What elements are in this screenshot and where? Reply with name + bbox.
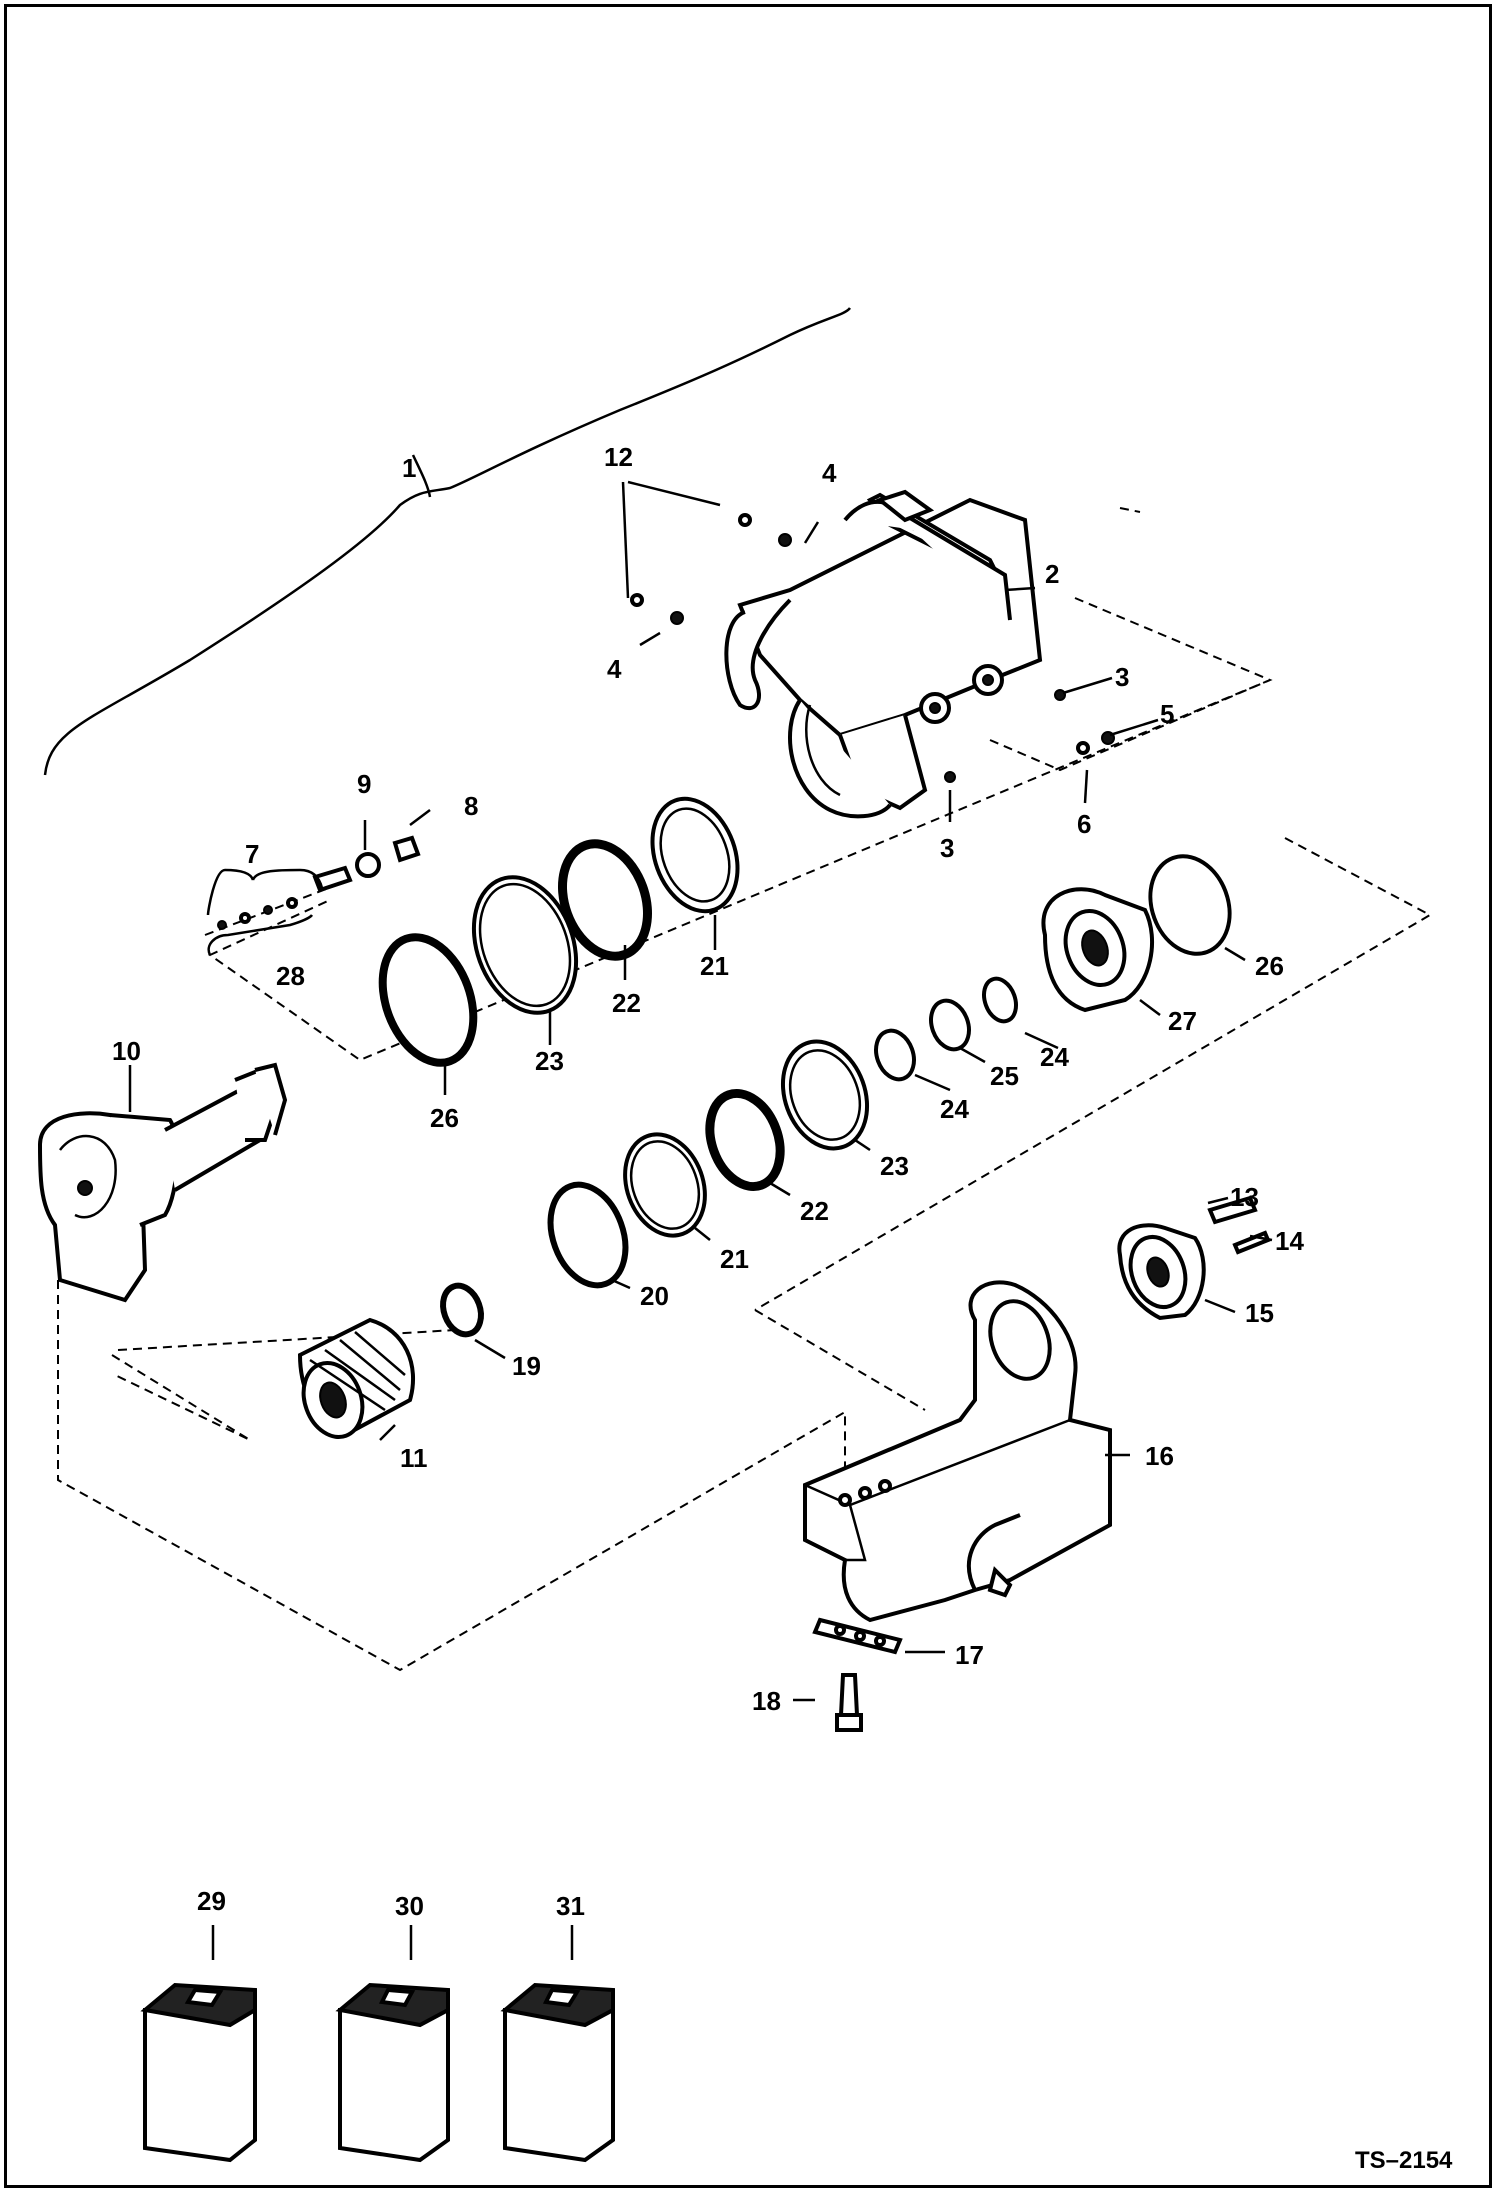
callout-31: 31 bbox=[556, 1891, 585, 1921]
callout-22-upper: 22 bbox=[612, 988, 641, 1018]
plate-and-bolt bbox=[812, 1617, 903, 1732]
callout-21-upper: 21 bbox=[700, 951, 729, 981]
callout-29: 29 bbox=[197, 1886, 226, 1916]
lower-ring-set bbox=[440, 854, 1232, 1338]
callout-14: 14 bbox=[1275, 1226, 1304, 1256]
callout-8: 8 bbox=[464, 791, 478, 821]
callout-6: 6 bbox=[1077, 809, 1091, 839]
callout-3-right: 3 bbox=[1115, 662, 1129, 692]
drawing-reference-code: TS–2154 bbox=[1355, 2147, 1453, 2174]
shaft-assembly bbox=[37, 1062, 288, 1303]
callout-16: 16 bbox=[1145, 1441, 1174, 1471]
callout-19: 19 bbox=[512, 1351, 541, 1381]
callout-3-bottom: 3 bbox=[940, 833, 954, 863]
callout-26-right: 26 bbox=[1255, 951, 1284, 981]
callout-4-left: 4 bbox=[607, 654, 622, 684]
callout-4-top: 4 bbox=[822, 458, 837, 488]
callout-25: 25 bbox=[990, 1061, 1019, 1091]
kit-box-31 bbox=[500, 1982, 615, 2163]
callout-17: 17 bbox=[955, 1640, 984, 1670]
callout-20: 20 bbox=[640, 1281, 669, 1311]
threaded-nut bbox=[297, 1317, 416, 1439]
support-bracket bbox=[803, 1280, 1112, 1623]
callout-9: 9 bbox=[357, 769, 371, 799]
callout-30: 30 bbox=[395, 1891, 424, 1921]
callout-15: 15 bbox=[1245, 1298, 1274, 1328]
callout-1: 1 bbox=[402, 453, 416, 483]
callout-2: 2 bbox=[1045, 559, 1059, 589]
callout-18: 18 bbox=[752, 1686, 781, 1716]
kit-box-29 bbox=[140, 1982, 257, 2163]
callout-24-left: 24 bbox=[940, 1094, 969, 1124]
callout-22-lower: 22 bbox=[800, 1196, 829, 1226]
callout-26-left: 26 bbox=[430, 1103, 459, 1133]
kit-box-30 bbox=[335, 1982, 450, 2163]
seal-kits bbox=[140, 1982, 615, 2163]
leader-lines bbox=[128, 480, 1273, 1960]
callout-labels: 1 2 3 3 4 4 5 6 7 8 9 10 11 12 13 14 15 … bbox=[112, 442, 1453, 2174]
callout-23-upper: 23 bbox=[535, 1046, 564, 1076]
callout-10: 10 bbox=[112, 1036, 141, 1066]
callout-28: 28 bbox=[276, 961, 305, 991]
callout-27: 27 bbox=[1168, 1006, 1197, 1036]
small-hardware bbox=[630, 513, 1115, 783]
callout-7: 7 bbox=[245, 839, 259, 869]
callout-23-lower: 23 bbox=[880, 1151, 909, 1181]
callout-21-lower: 21 bbox=[720, 1244, 749, 1274]
bracket-housing bbox=[724, 489, 1043, 819]
upper-ring-set bbox=[378, 796, 740, 1067]
callout-12: 12 bbox=[604, 442, 633, 472]
assembly-brace bbox=[43, 307, 852, 776]
callout-5: 5 bbox=[1160, 699, 1174, 729]
callout-11: 11 bbox=[400, 1443, 428, 1473]
fitting-parts bbox=[217, 835, 421, 930]
dashed-reference-lines bbox=[57, 507, 1433, 1672]
callout-24-right: 24 bbox=[1040, 1042, 1069, 1072]
flange-hub bbox=[1117, 1195, 1271, 1321]
callout-13: 13 bbox=[1230, 1182, 1259, 1212]
